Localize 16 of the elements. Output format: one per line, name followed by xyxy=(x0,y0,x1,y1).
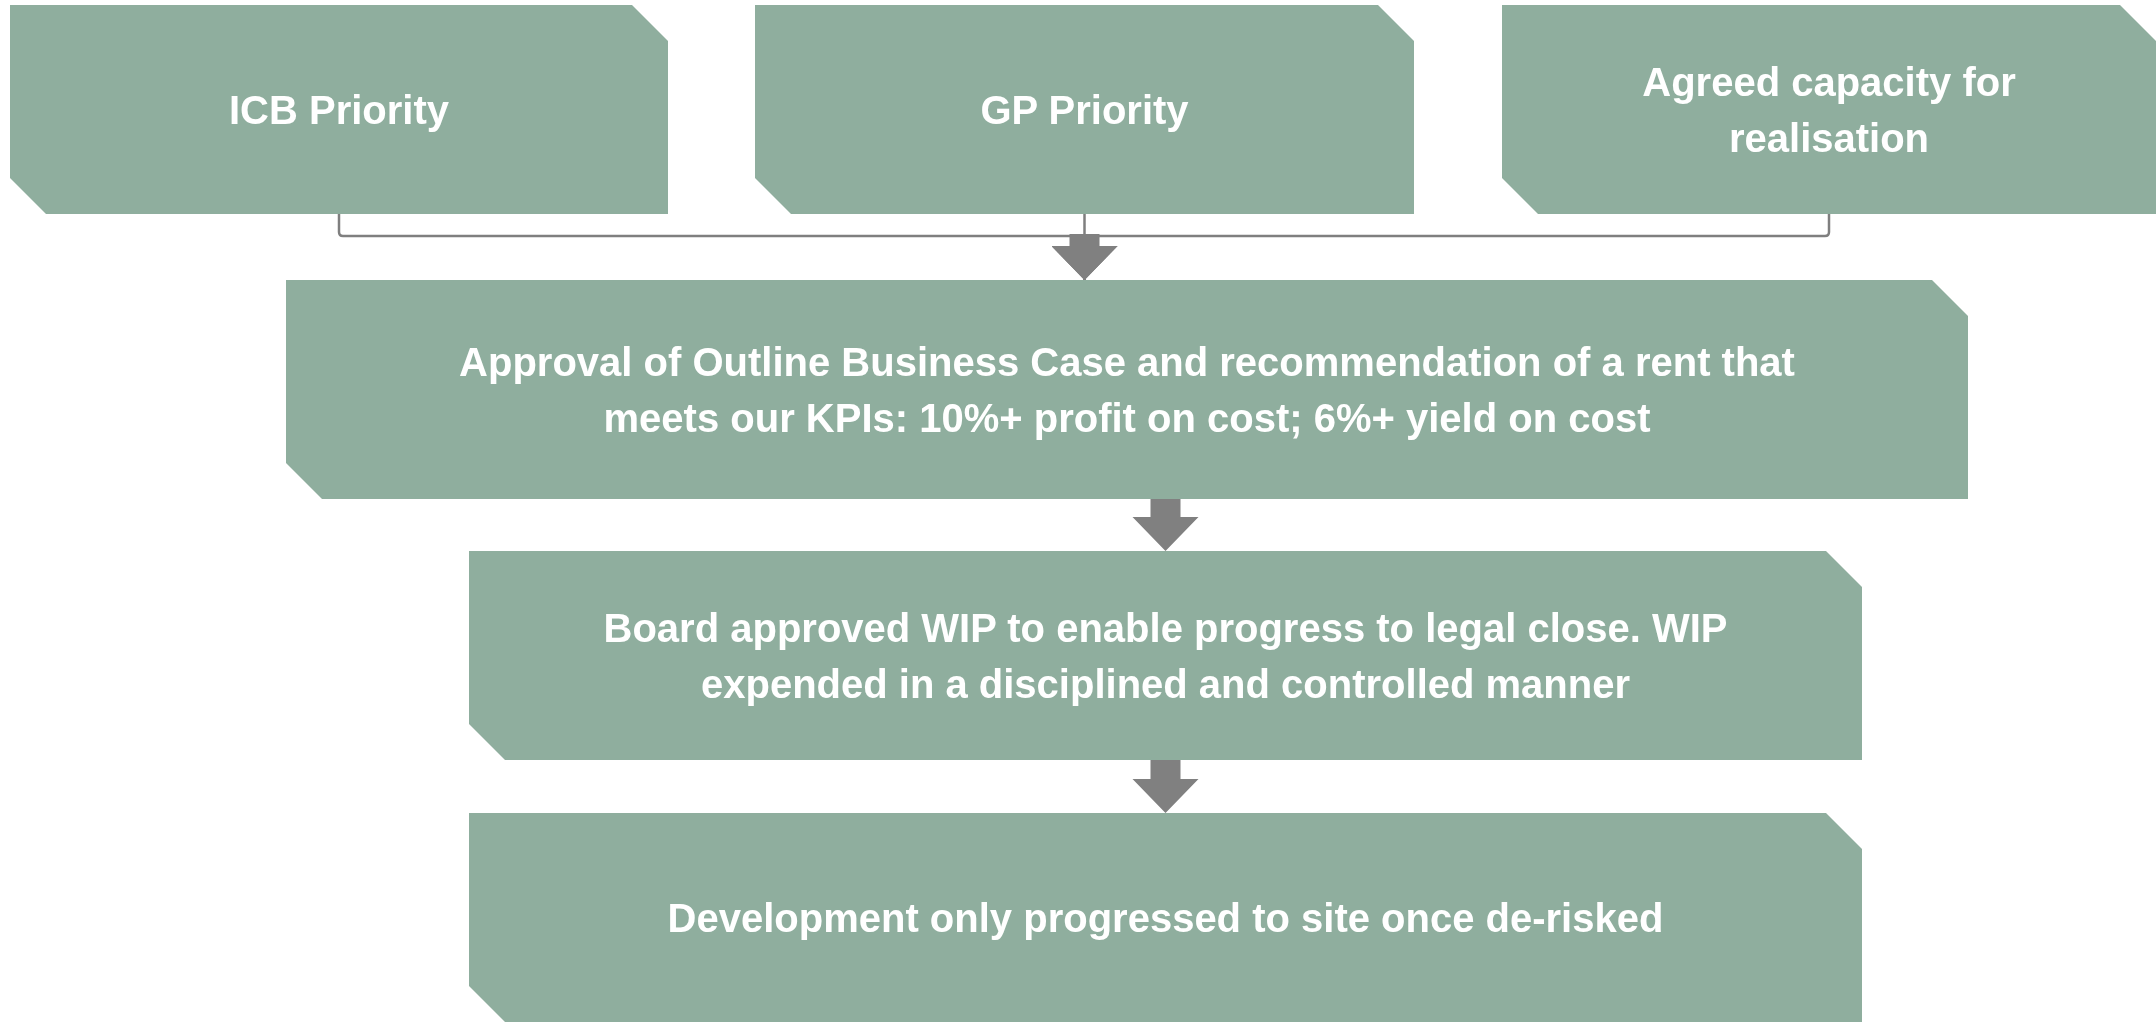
box-text: Board approved WIP to enable progress to legal close. WIP expended in a disciplined and controlled manner xyxy=(602,604,1729,708)
box-text: Agreed capacity for realisation xyxy=(1641,58,2017,162)
process-box xyxy=(469,813,1862,1022)
arrow xyxy=(1132,499,1199,551)
process-box xyxy=(286,280,1968,499)
arrow-shaft xyxy=(1069,234,1100,246)
box-text: Development only progressed to site once de-risked xyxy=(667,894,1664,942)
connector-arrow xyxy=(1051,214,1831,280)
box-text: GP Priority xyxy=(980,86,1189,134)
arrow xyxy=(1132,760,1199,813)
box-text: Approval of Outline Business Case and recommendation of a rent that meets our KPIs: 10%+ profit on cost; 6%+ yield on cost xyxy=(458,338,1796,442)
process-box xyxy=(469,551,1862,760)
process-box xyxy=(755,5,1414,214)
process-box xyxy=(1502,5,2156,214)
process-box xyxy=(10,5,668,214)
box-text: ICB Priority xyxy=(228,86,449,134)
